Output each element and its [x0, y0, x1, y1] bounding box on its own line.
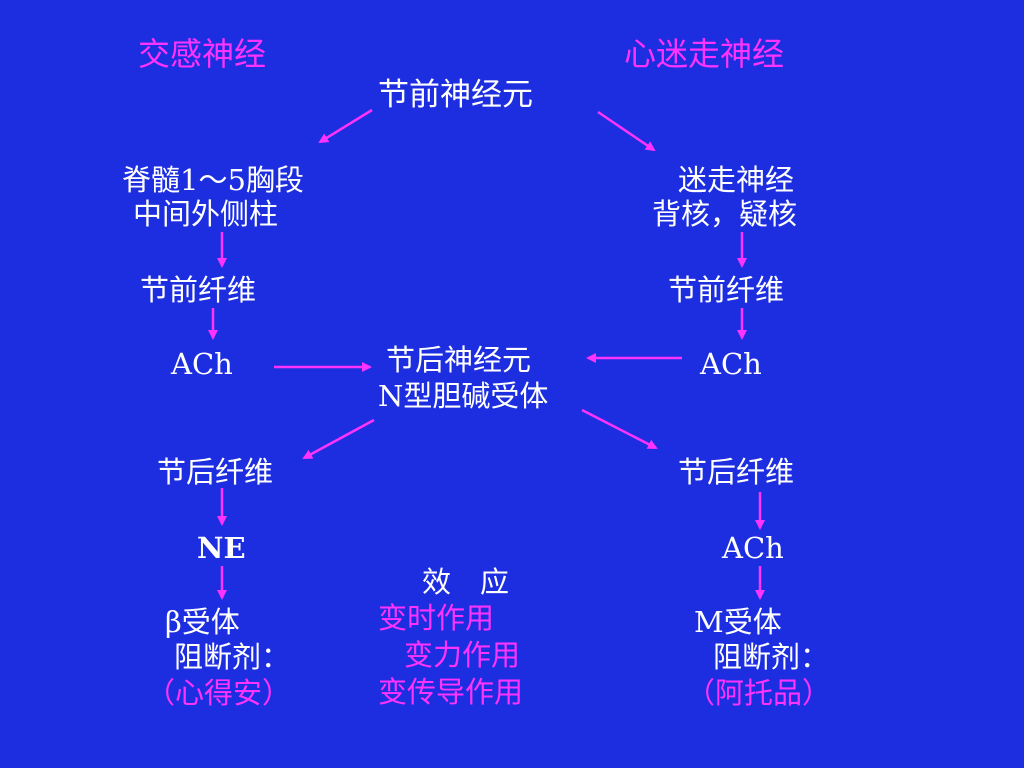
effect-dromotropic: 变传导作用 — [378, 675, 524, 709]
sympathetic-pre-fiber: 节前纤维 — [140, 273, 257, 307]
preganglionic-neuron-label: 节前神经元 — [378, 77, 533, 113]
sympathetic-pre-transmitter: ACh — [171, 347, 233, 381]
vagus-origin-line1: 迷走神经 — [678, 163, 795, 197]
sympathetic-origin-line1: 脊髓1～5胸段 — [122, 163, 304, 197]
vagus-blocker-drug: （阿托品） — [686, 676, 832, 710]
effect-inotropic: 变力作用 — [404, 638, 521, 672]
postganglionic-neuron-label: 节后神经元 — [386, 343, 532, 377]
sympathetic-blocker-label: 阻断剂： — [174, 640, 291, 674]
vagus-title: 心迷走神经 — [624, 35, 785, 73]
vagus-blocker-label: 阻断剂： — [713, 640, 830, 674]
sympathetic-post-fiber: 节后纤维 — [157, 455, 274, 489]
sympathetic-origin-line2: 中间外侧柱 — [133, 197, 279, 231]
vagus-post-transmitter: ACh — [722, 531, 784, 565]
n-cholinergic-receptor-label: N型胆碱受体 — [378, 379, 549, 413]
arrow-preneuron-to-sympathetic — [318, 108, 373, 144]
vagus-pre-fiber: 节前纤维 — [668, 273, 785, 307]
effect-chronotropic: 变时作用 — [378, 601, 495, 635]
sympathetic-post-transmitter: NE — [197, 531, 246, 565]
vagus-origin-line2: 背核，疑核 — [652, 197, 798, 231]
arrow-postneuron-to-vagus — [581, 408, 658, 450]
sympathetic-title: 交感神经 — [138, 35, 267, 73]
vagus-pre-transmitter: ACh — [700, 347, 762, 381]
arrow-postneuron-to-sympathetic — [302, 418, 375, 460]
m-receptor-label: M受体 — [694, 605, 782, 639]
arrow-preneuron-to-vagus — [597, 110, 656, 152]
vagus-post-fiber: 节后纤维 — [678, 455, 795, 489]
beta-receptor-label: β受体 — [165, 605, 240, 639]
sympathetic-blocker-drug: （心得安） — [146, 676, 292, 710]
effects-title: 效 应 — [422, 565, 510, 599]
